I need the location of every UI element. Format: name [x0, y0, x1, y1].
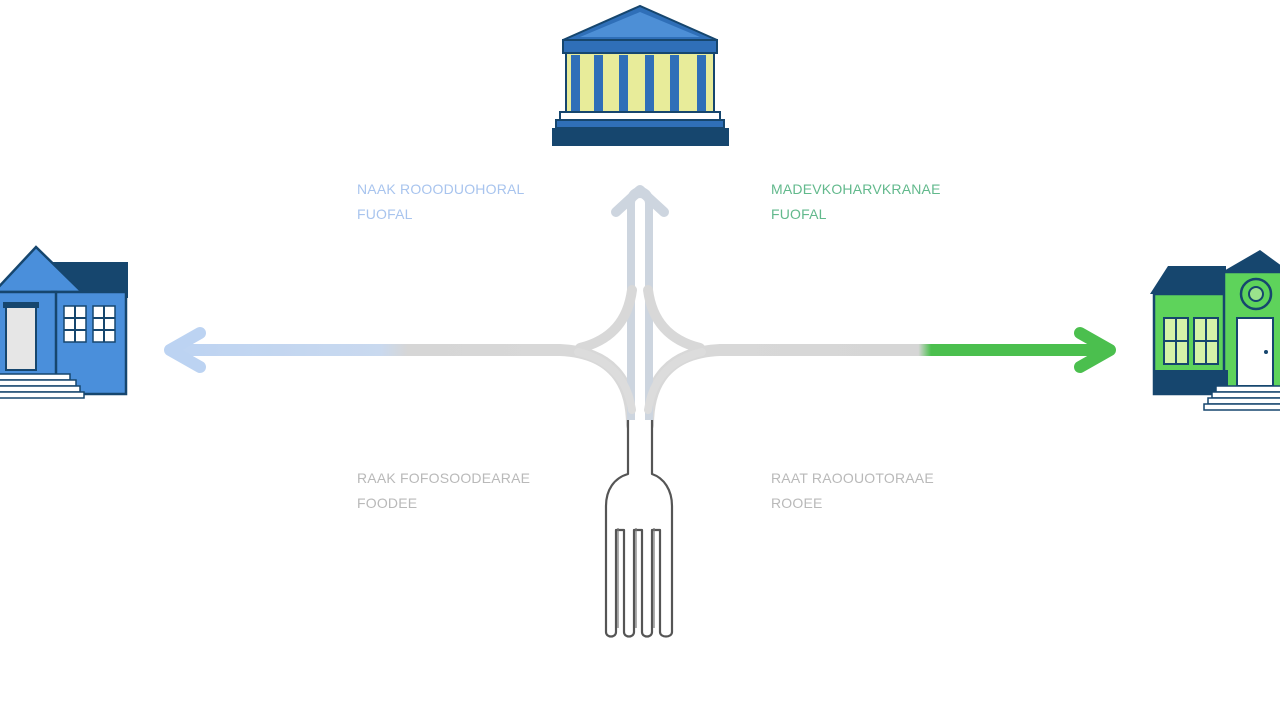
- junction-curve-right-low: [644, 348, 706, 414]
- label-top-right-line1: MADEVKOHARVKRANAE: [771, 181, 941, 197]
- junction-curve-left: [575, 285, 637, 353]
- government-building-icon: [552, 4, 729, 146]
- label-bottom-right: RAAT RAOOUOTORAAE ROOEE: [771, 466, 934, 516]
- junction-curve-left-low: [574, 348, 636, 414]
- label-top-left-line2: FUOFAL: [357, 206, 413, 222]
- label-top-right: MADEVKOHARVKRANAE FUOFAL: [771, 177, 941, 227]
- label-bottom-left-line2: FOODEE: [357, 495, 418, 511]
- fork-icon: [604, 420, 674, 638]
- right-arrowhead: [1074, 327, 1116, 373]
- label-top-right-line2: FUOFAL: [771, 206, 827, 222]
- left-arrowhead: [164, 327, 206, 373]
- left-path: [179, 344, 638, 431]
- label-top-left: NAAK ROOODUOHORAL FUOFAL: [357, 177, 525, 227]
- house-building-icon: [1150, 250, 1280, 411]
- label-bottom-left: RAAK FOFOSOODEARAE FOODEE: [357, 466, 530, 516]
- label-bottom-right-line1: RAAT RAOOUOTORAAE: [771, 470, 934, 486]
- paths: [164, 185, 1116, 433]
- label-bottom-left-line1: RAAK FOFOSOODEARAE: [357, 470, 531, 486]
- up-arrowhead: [611, 185, 669, 217]
- label-bottom-right-line2: ROOEE: [771, 495, 823, 511]
- junction-curve-right: [643, 285, 705, 353]
- right-path: [642, 344, 1101, 431]
- school-building-icon: [0, 245, 128, 399]
- label-top-left-line1: NAAK ROOODUOHORAL: [357, 181, 525, 197]
